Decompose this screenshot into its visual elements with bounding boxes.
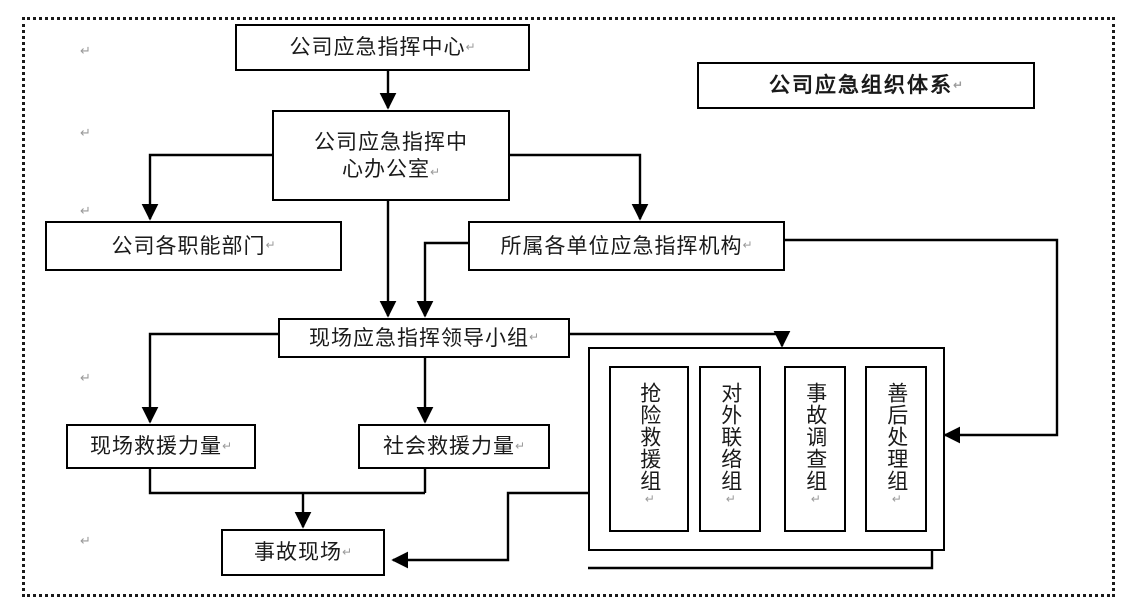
node-accident-scene-label: 事故现场: [253, 540, 342, 565]
node-social-rescue-force[interactable]: 社会救援力量↵: [358, 424, 550, 469]
node-onsite-rescue-force-label: 现场救援力量: [89, 434, 222, 459]
node-mark: ↵: [528, 330, 540, 345]
node-mark: ↵: [642, 492, 657, 507]
node-functional-departments[interactable]: 公司各职能部门↵: [45, 221, 342, 271]
node-subordinate-units[interactable]: 所属各单位应急指挥机构↵: [468, 221, 785, 271]
diagram-title-box: 公司应急组织体系↵: [697, 62, 1035, 109]
node-social-rescue-force-label: 社会救援力量: [382, 434, 515, 459]
pilcrow-mark: ↵: [80, 44, 91, 59]
node-command-center[interactable]: 公司应急指挥中心↵: [235, 24, 530, 71]
node-team-rescue[interactable]: 抢险救援组↵: [609, 366, 689, 532]
node-functional-departments-label: 公司各职能部门: [111, 233, 266, 258]
node-mark: ↵: [514, 438, 526, 453]
node-accident-scene[interactable]: 事故现场↵: [221, 529, 385, 576]
title-mark: ↵: [952, 77, 964, 92]
pilcrow-mark: ↵: [80, 126, 91, 141]
pilcrow-mark: ↵: [80, 534, 91, 549]
node-onsite-command-leading-group-label: 现场应急指挥领导小组: [308, 325, 529, 350]
node-onsite-rescue-force[interactable]: 现场救援力量↵: [66, 424, 256, 469]
node-mark: ↵: [221, 438, 233, 453]
node-command-center-office-label-line2: 心办公室↵: [341, 156, 441, 181]
node-team-aftermath-handling-label: 善后处理组↵: [884, 382, 909, 507]
page-dotted-border: [22, 17, 1115, 597]
node-team-accident-investigation-label: 事故调查组↵: [803, 382, 828, 507]
diagram-title-label: 公司应急组织体系: [768, 73, 953, 98]
node-command-center-office-label-line1: 公司应急指挥中: [314, 129, 468, 154]
node-team-rescue-label: 抢险救援组↵: [637, 382, 662, 507]
node-mark: ↵: [341, 544, 353, 559]
pilcrow-mark: ↵: [80, 204, 91, 219]
node-team-accident-investigation[interactable]: 事故调查组↵: [784, 366, 846, 532]
node-mark: ↵: [465, 39, 476, 54]
node-command-center-office[interactable]: 公司应急指挥中 心办公室↵: [272, 110, 510, 201]
node-subordinate-units-label: 所属各单位应急指挥机构: [500, 233, 743, 258]
node-mark: ↵: [808, 492, 823, 507]
node-team-external-liaison[interactable]: 对外联络组↵: [699, 366, 761, 532]
node-team-aftermath-handling[interactable]: 善后处理组↵: [865, 366, 927, 532]
node-mark: ↵: [889, 492, 904, 507]
node-team-external-liaison-label: 对外联络组↵: [718, 382, 743, 507]
node-mark: ↵: [265, 238, 276, 253]
node-mark: ↵: [723, 492, 738, 507]
node-onsite-command-leading-group[interactable]: 现场应急指挥领导小组↵: [278, 318, 570, 358]
pilcrow-mark: ↵: [80, 371, 91, 386]
node-command-center-label: 公司应急指挥中心: [289, 35, 466, 60]
node-mark: ↵: [429, 164, 441, 179]
node-mark: ↵: [742, 238, 753, 253]
